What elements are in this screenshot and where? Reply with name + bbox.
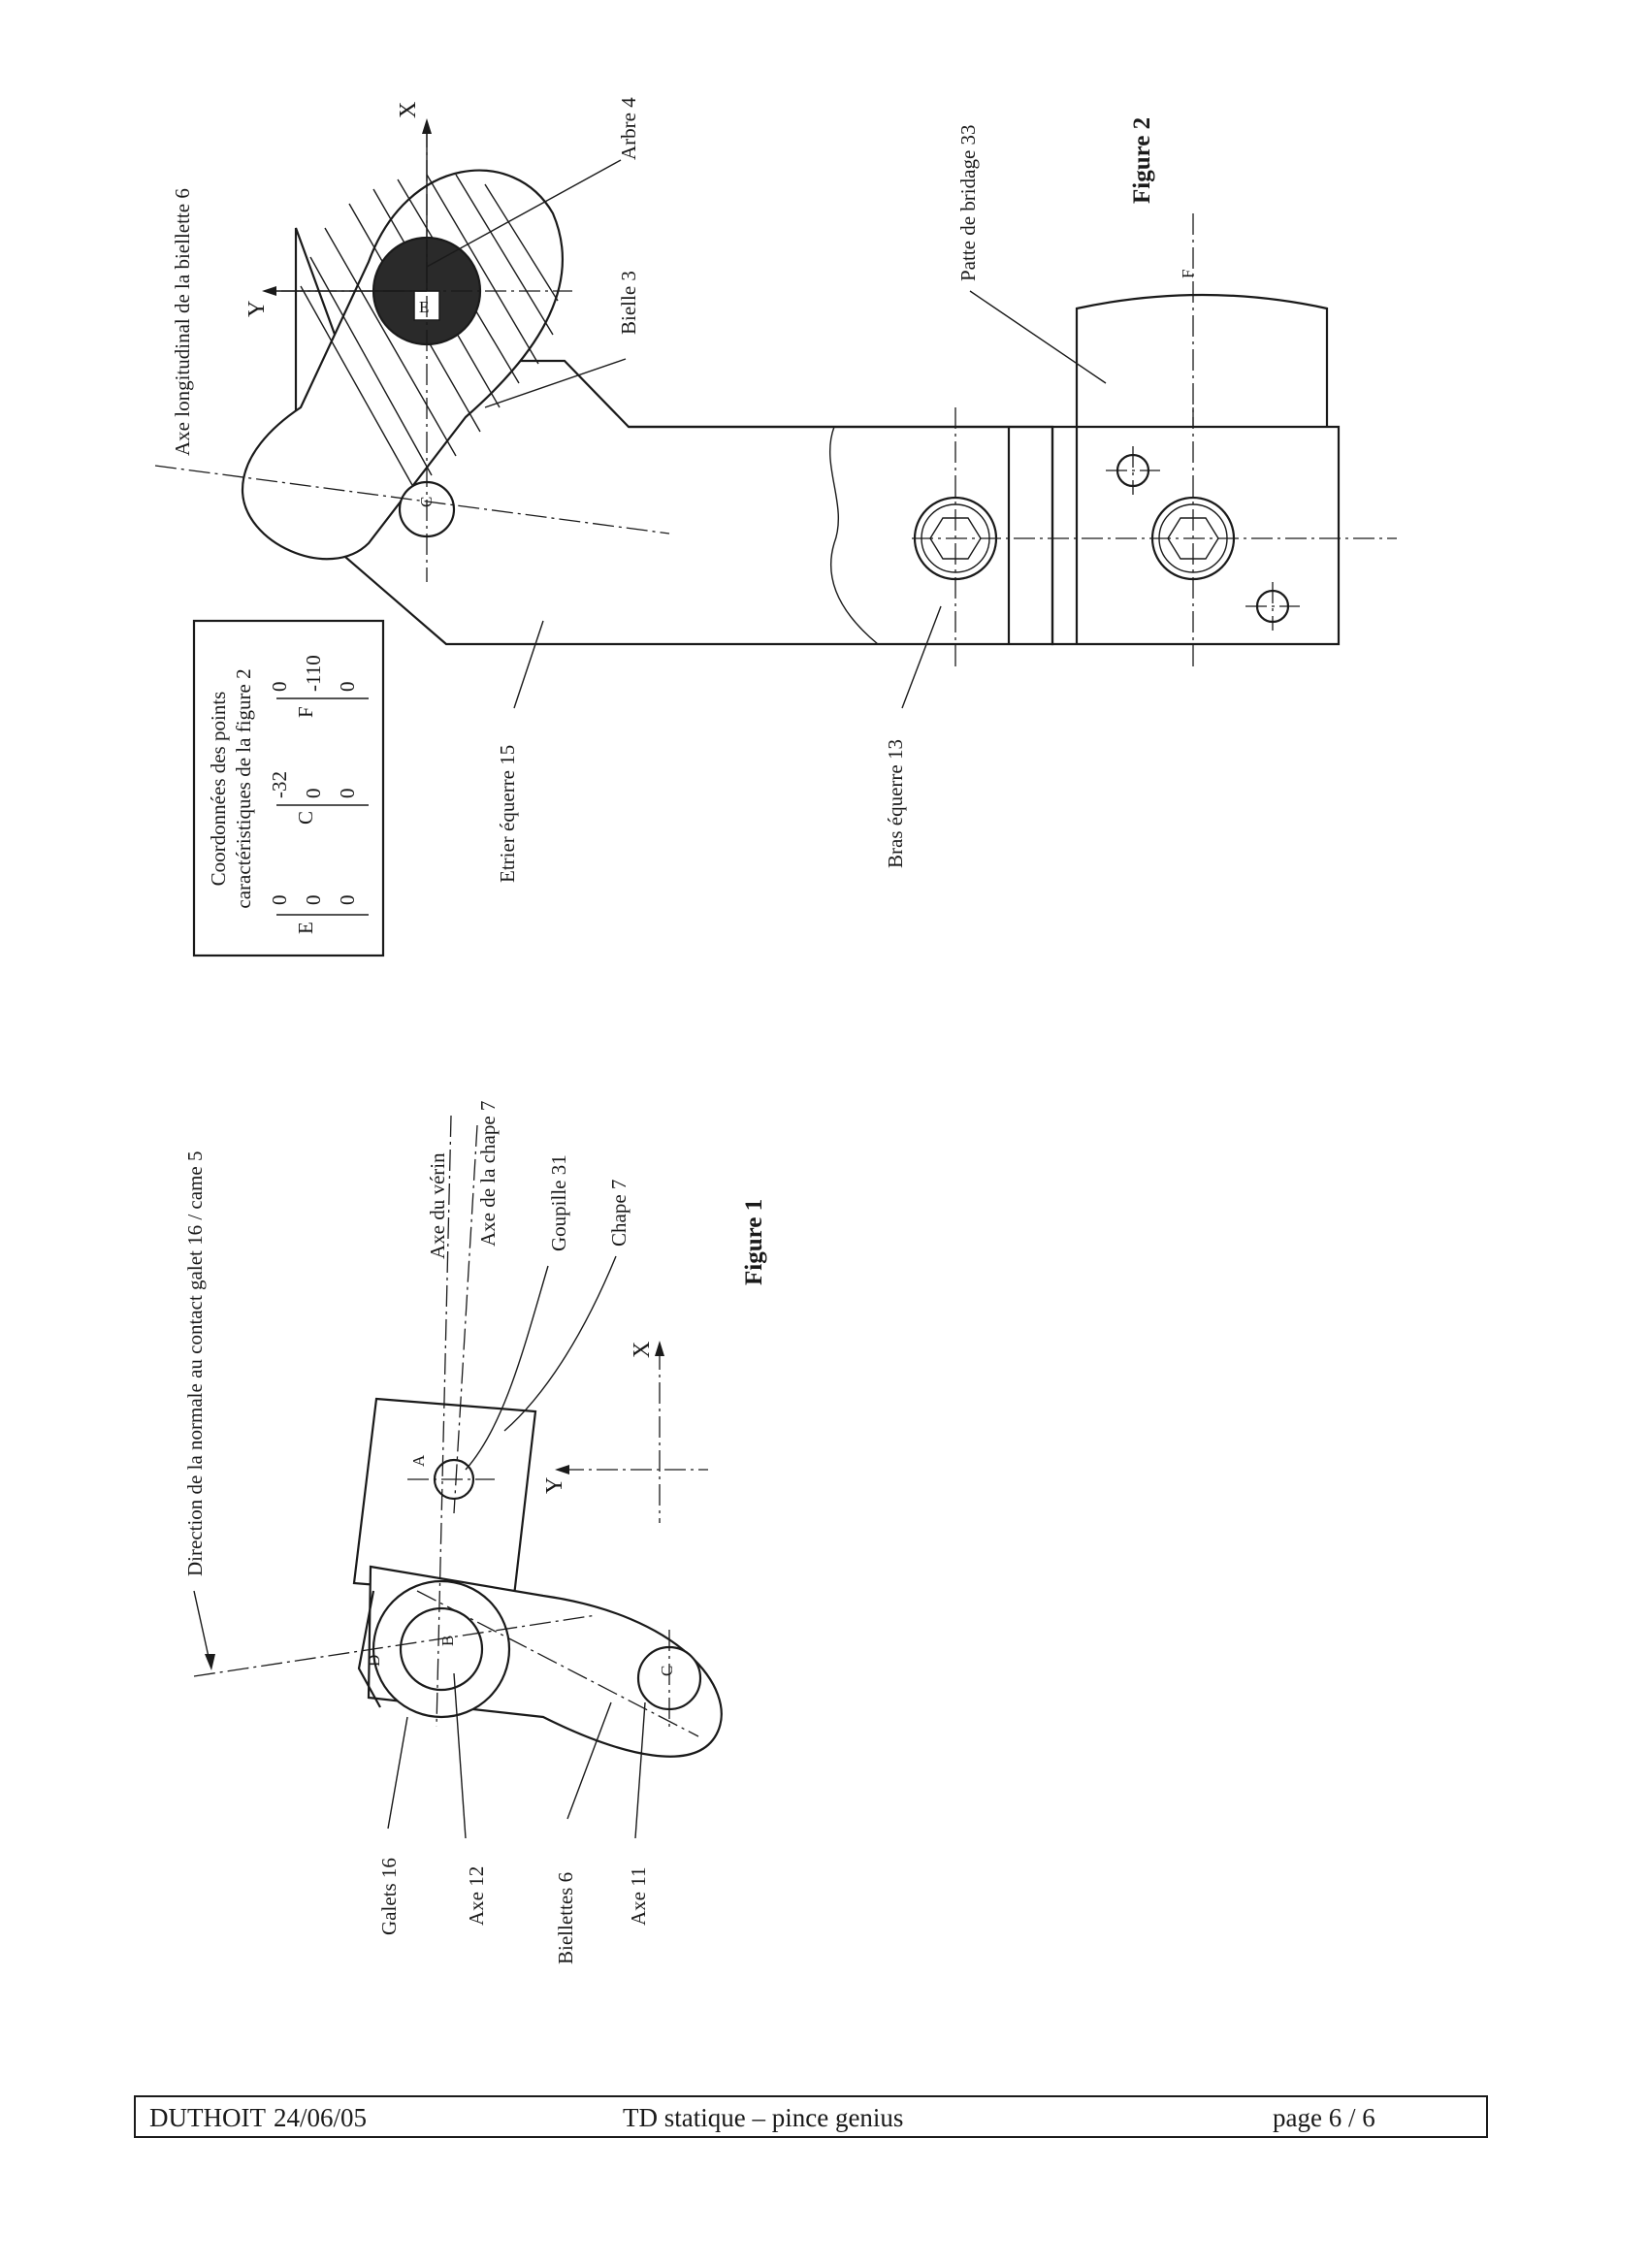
axe-du-verin-line bbox=[436, 1115, 452, 1728]
label-chape-7: Chape 7 bbox=[607, 1180, 630, 1247]
coord-table: Coordonnées des points caractéristiques … bbox=[192, 619, 385, 957]
coord-row-c-point: C bbox=[294, 811, 317, 825]
label-axe-11: Axe 11 bbox=[627, 1867, 650, 1926]
coord-e-y: 0 bbox=[302, 895, 325, 906]
coord-f-x: 0 bbox=[268, 682, 291, 693]
point-e-label: E bbox=[419, 298, 429, 316]
coord-row-e-point: E bbox=[294, 922, 317, 934]
label-axe-12: Axe 12 bbox=[465, 1866, 488, 1926]
footer-date: 24/06/05 bbox=[274, 2103, 368, 2132]
footer-page: page 6 / 6 bbox=[1273, 2103, 1375, 2132]
coord-c-y: 0 bbox=[302, 789, 325, 799]
point-c-label-fig1: C bbox=[658, 1666, 676, 1676]
fig1-axis-y: Y bbox=[542, 1477, 567, 1494]
label-axe-longitudinal: Axe longitudinal de la biellette 6 bbox=[171, 188, 194, 456]
figure-2-title: Figure 2 bbox=[1129, 117, 1155, 204]
coord-c-x: -32 bbox=[268, 771, 291, 798]
figure-1-title: Figure 1 bbox=[741, 1199, 767, 1285]
footer-bar: DUTHOIT 24/06/05 TD statique – pince gen… bbox=[134, 2095, 1488, 2138]
coord-f-z: 0 bbox=[336, 682, 359, 693]
footer-title: TD statique – pince genius bbox=[623, 2103, 904, 2132]
label-arbre-4: Arbre 4 bbox=[617, 97, 640, 160]
point-a-label: A bbox=[409, 1454, 428, 1467]
fig1-axis-x: X bbox=[630, 1342, 655, 1358]
coord-e-x: 0 bbox=[268, 895, 291, 906]
label-direction-normale: Direction de la normale au contact galet… bbox=[183, 1151, 207, 1576]
coord-f-y: -110 bbox=[302, 655, 325, 692]
axe-12 bbox=[399, 1606, 484, 1692]
label-bras-equerre: Bras équerre 13 bbox=[884, 739, 907, 868]
footer-author: DUTHOIT bbox=[149, 2103, 266, 2132]
axe-longitudinal-line bbox=[154, 465, 670, 535]
label-axe-de-la-chape: Axe de la chape 7 bbox=[476, 1101, 500, 1247]
coord-table-title-2: caractéristiques de la figure 2 bbox=[232, 668, 255, 908]
patte-de-bridage-block bbox=[1075, 293, 1329, 427]
bielle-3 bbox=[241, 169, 565, 561]
label-axe-du-verin: Axe du vérin bbox=[426, 1152, 449, 1259]
axe-de-la-chape-line bbox=[453, 1124, 478, 1514]
label-biellettes-6: Biellettes 6 bbox=[554, 1872, 577, 1964]
coord-row-f-point: F bbox=[294, 706, 317, 718]
point-f-label: F bbox=[1179, 270, 1197, 278]
fig2-axis-y: Y bbox=[244, 301, 270, 317]
fig2-axis-x: X bbox=[396, 102, 421, 118]
label-patte-de-bridage: Patte de bridage 33 bbox=[956, 124, 980, 281]
label-goupille-31: Goupille 31 bbox=[547, 1154, 570, 1251]
coord-e-z: 0 bbox=[336, 895, 359, 906]
coord-c-z: 0 bbox=[336, 789, 359, 799]
figure-2: E C X Y F bbox=[154, 97, 1397, 957]
figure-1: X Y A B C D Direction de la normale au c… bbox=[183, 1101, 767, 1964]
point-b-label: B bbox=[438, 1636, 457, 1646]
label-galets-16: Galets 16 bbox=[377, 1858, 401, 1935]
break-line bbox=[829, 426, 879, 645]
point-d-label: D bbox=[365, 1655, 383, 1667]
label-bielle-3: Bielle 3 bbox=[617, 271, 640, 335]
coord-table-title-1: Coordonnées des points bbox=[207, 692, 230, 887]
label-etrier-equerre: Etrier équerre 15 bbox=[496, 745, 519, 883]
